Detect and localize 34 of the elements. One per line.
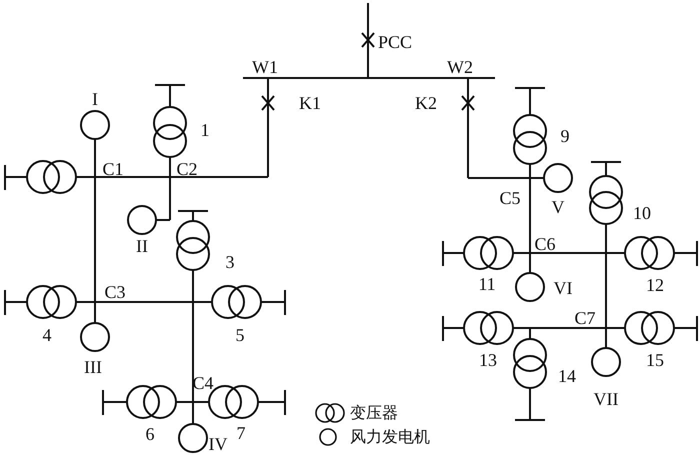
bus-label: C3 [104,283,126,301]
transformer-number: 7 [236,424,246,442]
generator-label: I [92,90,98,108]
breaker-label: K1 [299,94,321,112]
transformer-number: 6 [146,425,154,443]
transformer-number: 1 [200,121,210,139]
transformer-number: 10 [633,204,651,222]
generator-label: V [552,198,564,216]
generator-label: VII [594,390,618,408]
transformer-number: 3 [226,253,234,271]
bus-label: C1 [102,160,124,178]
generator-label: VI [554,279,572,297]
bus-label: C4 [192,374,214,392]
transformer-number: 14 [558,367,576,385]
bus-label: C2 [176,160,198,178]
bus-label: C6 [534,235,556,253]
bus-label: C7 [574,309,596,327]
transformer-number: 5 [236,326,244,344]
transformer-number: 12 [646,276,664,294]
transformer-number: 11 [478,275,496,293]
bus-label: C5 [500,189,520,207]
bus-label: W1 [252,58,278,76]
transformer-number: 13 [479,351,497,369]
legend-text: 风力发电机 [350,429,430,445]
transformer-number: 15 [646,351,664,369]
bus-label: PCC [378,33,412,51]
generator-label: III [84,358,102,376]
generator-label: IV [208,435,228,453]
breaker-label: K2 [415,94,437,112]
transformer-number: 9 [560,127,570,145]
transformer-number: 4 [42,326,52,344]
bus-label: W2 [447,58,473,76]
legend-text: 变压器 [350,405,398,421]
generator-label: II [136,237,148,255]
